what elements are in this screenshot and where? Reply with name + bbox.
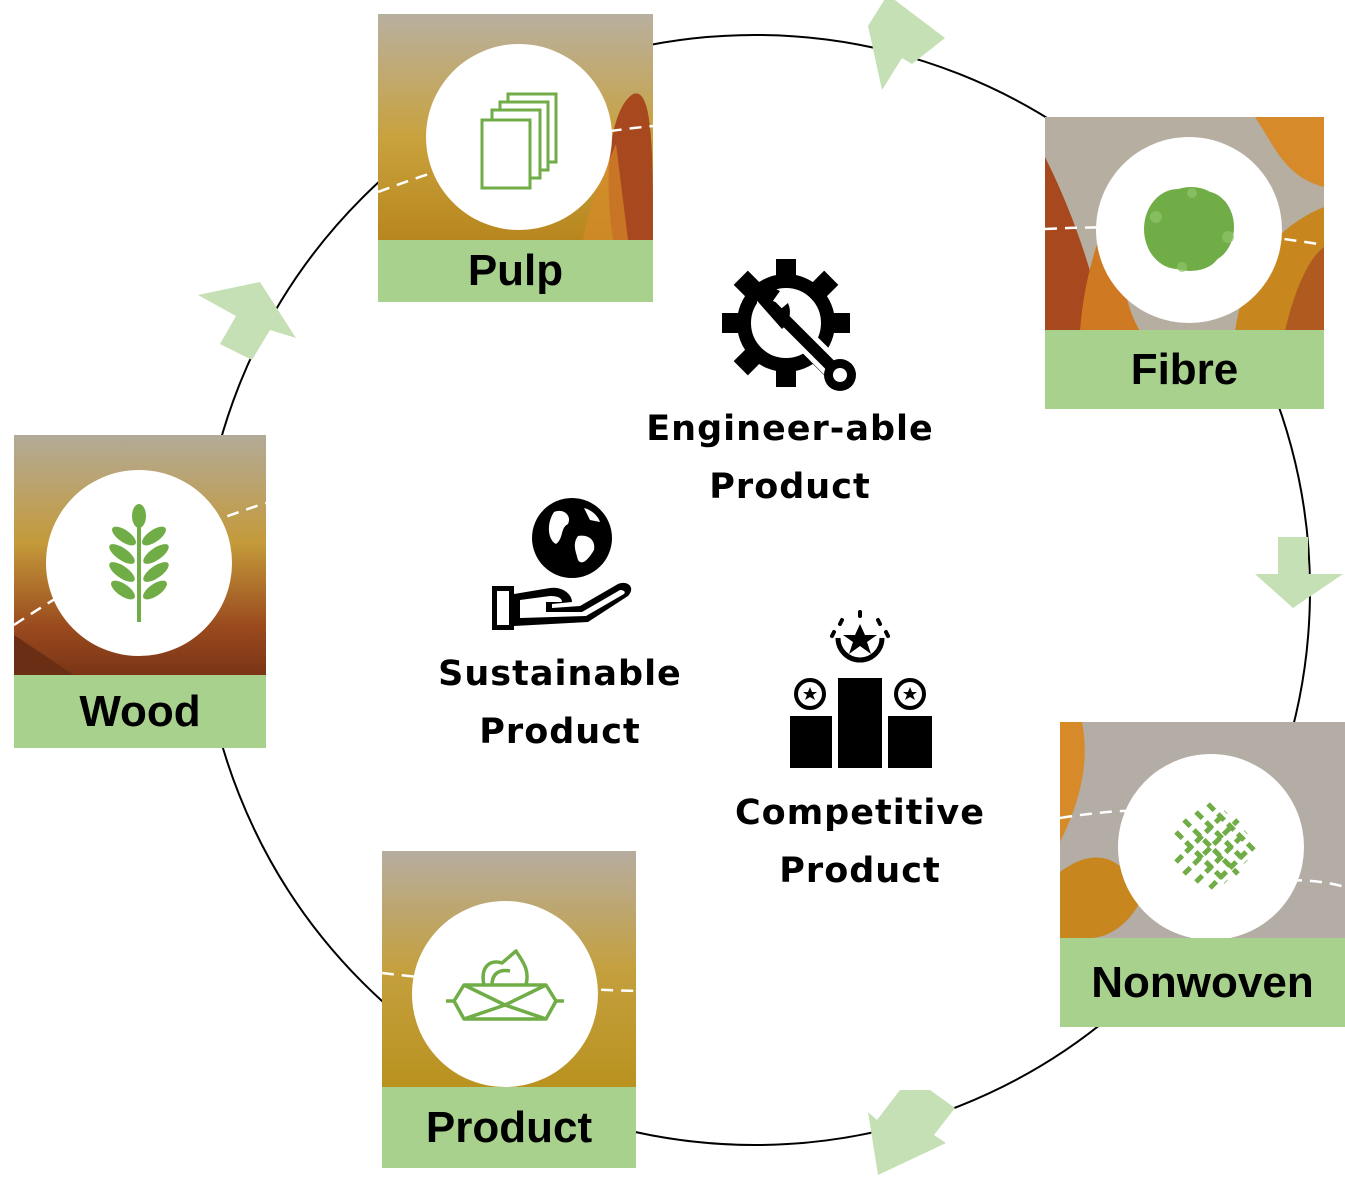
woven-mesh-icon (1174, 802, 1256, 890)
podium-star-icon (790, 610, 932, 768)
icon-disc (1096, 137, 1282, 323)
stage-label: Fibre (1045, 330, 1324, 409)
cycle-arrow-bottom-right (868, 1090, 955, 1175)
icon-disc (1118, 754, 1304, 940)
leaf-branch-icon (109, 504, 169, 622)
stage-card-product[interactable]: Product (382, 851, 636, 1168)
benefit-line-2: Product (779, 851, 941, 891)
stage-label: Wood (14, 675, 266, 748)
icon-disc (412, 901, 598, 1087)
benefit-line-1: Engineer-able (646, 409, 934, 449)
stage-label: Nonwoven (1060, 938, 1345, 1027)
benefit-line-2: Product (709, 467, 871, 507)
benefit-engineer-able: Engineer-able Product (630, 255, 950, 516)
fibre-tuft-icon (1144, 187, 1234, 272)
icon-disc (426, 44, 612, 230)
stage-label: Product (382, 1087, 636, 1168)
benefit-line-1: Competitive (734, 793, 985, 833)
stage-label: Pulp (378, 240, 653, 302)
benefit-line-2: Product (479, 712, 641, 752)
gear-wrench-icon (722, 259, 856, 391)
paper-stack-icon (480, 92, 558, 190)
stage-card-pulp[interactable]: Pulp (378, 14, 653, 302)
benefit-line-1: Sustainable (438, 654, 682, 694)
icon-disc (46, 470, 232, 656)
stage-card-nonwoven[interactable]: Nonwoven (1060, 722, 1345, 1027)
stage-card-wood[interactable]: Wood (14, 435, 266, 748)
cycle-arrow-top-right (868, 0, 945, 90)
stage-card-fibre[interactable]: Fibre (1045, 117, 1324, 409)
benefit-competitive: Competitive Product (700, 610, 1020, 900)
hand-globe-icon (492, 498, 632, 630)
cycle-arrow-right (1255, 537, 1343, 608)
tissue-box-icon (446, 949, 564, 1021)
cycle-arrow-left (198, 282, 296, 360)
benefit-sustainable: Sustainable Product (400, 490, 720, 761)
